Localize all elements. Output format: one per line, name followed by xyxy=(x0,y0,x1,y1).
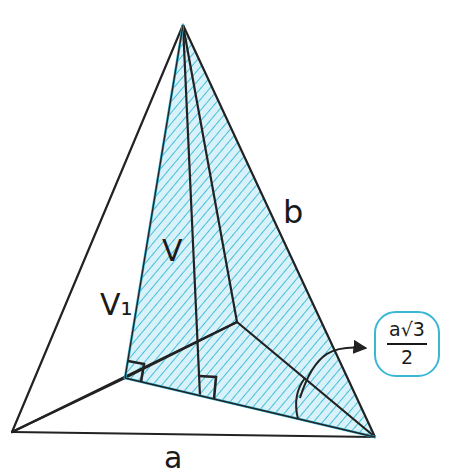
fraction-denominator: 2 xyxy=(401,345,413,369)
shaded-face xyxy=(125,25,375,437)
callout-bubble: a√32 xyxy=(374,311,440,377)
dimension-label: V₁ xyxy=(100,290,133,320)
edge-line xyxy=(125,378,375,437)
pyramid-edges xyxy=(12,25,375,437)
angle-arc xyxy=(296,378,305,419)
shaded-outline xyxy=(125,25,375,437)
edge-line xyxy=(125,25,183,378)
right-angle-mark xyxy=(128,361,144,382)
dimension-label: b xyxy=(283,196,303,228)
dimension-label: V xyxy=(162,236,183,266)
right-angle-mark xyxy=(199,376,216,399)
dimension-label: a xyxy=(164,443,182,473)
fraction-numerator: a√3 xyxy=(387,319,427,345)
leader-arrow xyxy=(300,347,366,398)
